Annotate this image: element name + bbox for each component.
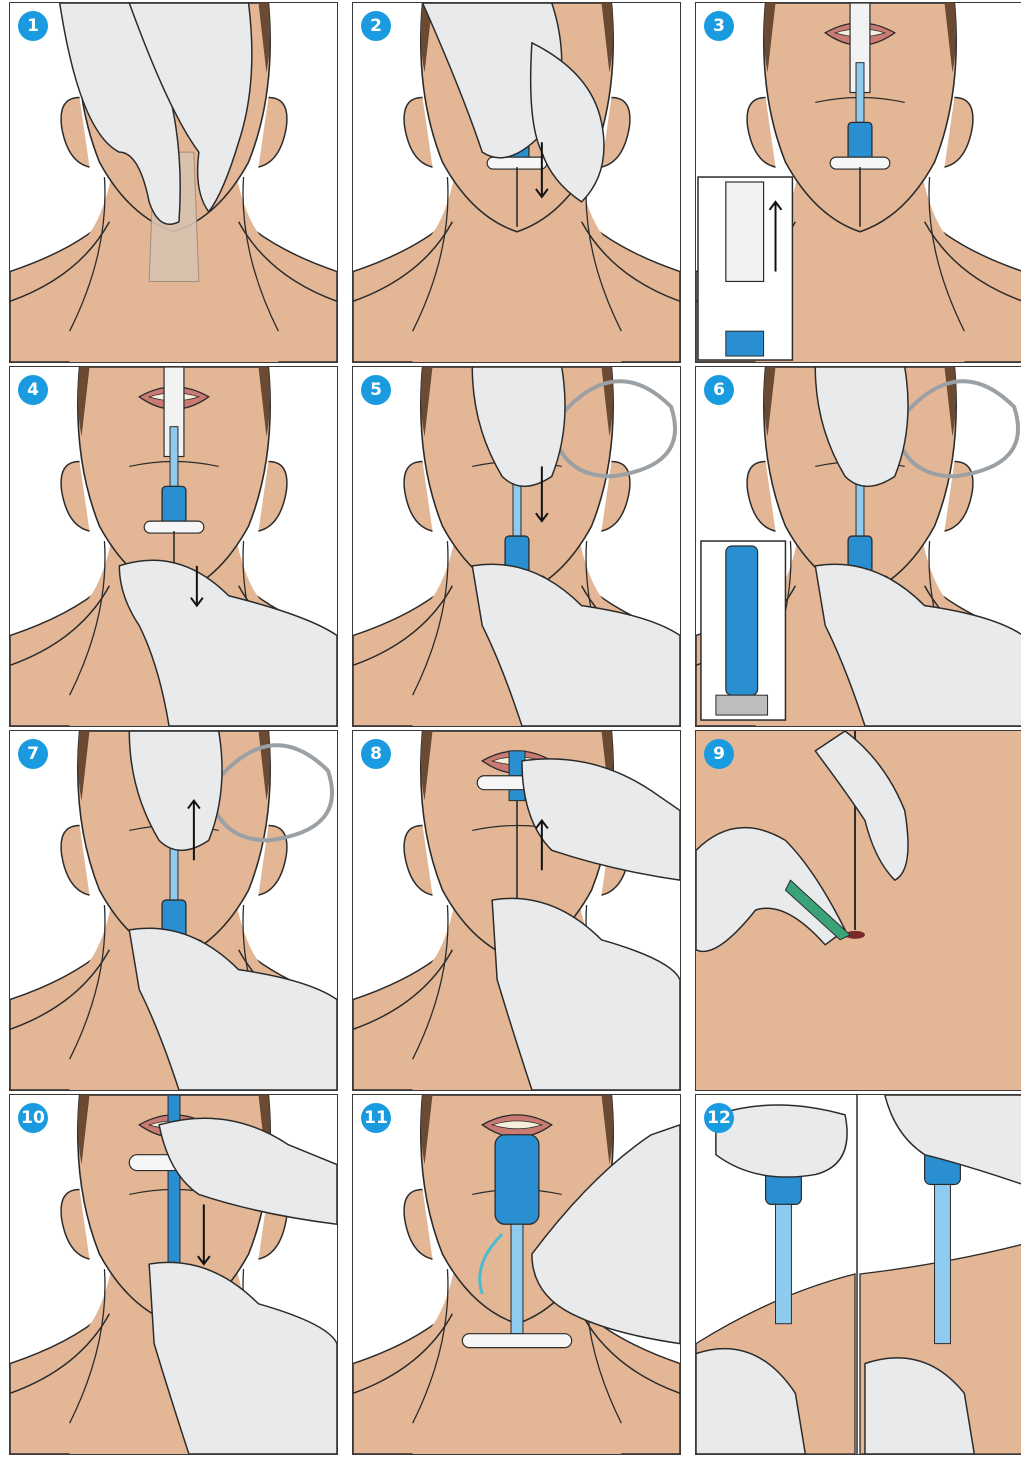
step-number-badge: 3 <box>704 11 734 41</box>
step-number-badge: 6 <box>704 375 734 405</box>
step-number-badge: 2 <box>361 11 391 41</box>
step-panel-2: 2 <box>352 2 681 363</box>
syringe-insertion-icon <box>353 3 680 362</box>
step-panel-7: 7 <box>9 730 338 1091</box>
dilator-insert-icon <box>10 1095 337 1454</box>
step-number-badge: 4 <box>18 375 48 405</box>
step-panel-5: 5 <box>352 366 681 727</box>
step-number-badge: 10 <box>18 1103 48 1133</box>
step-panel-8: 8 <box>352 730 681 1091</box>
step-number-badge: 5 <box>361 375 391 405</box>
guidewire-insert-icon <box>353 367 680 726</box>
step-number-badge: 12 <box>704 1103 734 1133</box>
step-panel-1: 1 <box>9 2 338 363</box>
step-panel-4: 4 <box>9 366 338 727</box>
scalpel-incision-icon <box>696 731 1021 1090</box>
guidewire-lock-icon <box>696 367 1021 726</box>
step-panel-10: 10 <box>9 1094 338 1455</box>
step-number-badge: 8 <box>361 739 391 769</box>
cannula-advance-icon <box>10 367 337 726</box>
syringe-aspiration-icon <box>696 3 1021 362</box>
step-panel-3: 3 <box>695 2 1021 363</box>
step-panel-12: 12 <box>695 1094 1021 1455</box>
step-panel-11: 11 <box>352 1094 681 1455</box>
step-panel-9: 9 <box>695 730 1021 1091</box>
connector-rotate-icon <box>696 1095 1021 1454</box>
cannula-remove-icon <box>353 731 680 1090</box>
step-panel-6: 6 <box>695 366 1021 727</box>
step-number-badge: 7 <box>18 739 48 769</box>
step-number-badge: 1 <box>18 11 48 41</box>
step-number-badge: 11 <box>361 1103 391 1133</box>
needle-withdraw-icon <box>10 731 337 1090</box>
hand-palpating-larynx-icon <box>10 3 337 362</box>
tube-placed-icon <box>353 1095 680 1454</box>
step-number-badge: 9 <box>704 739 734 769</box>
